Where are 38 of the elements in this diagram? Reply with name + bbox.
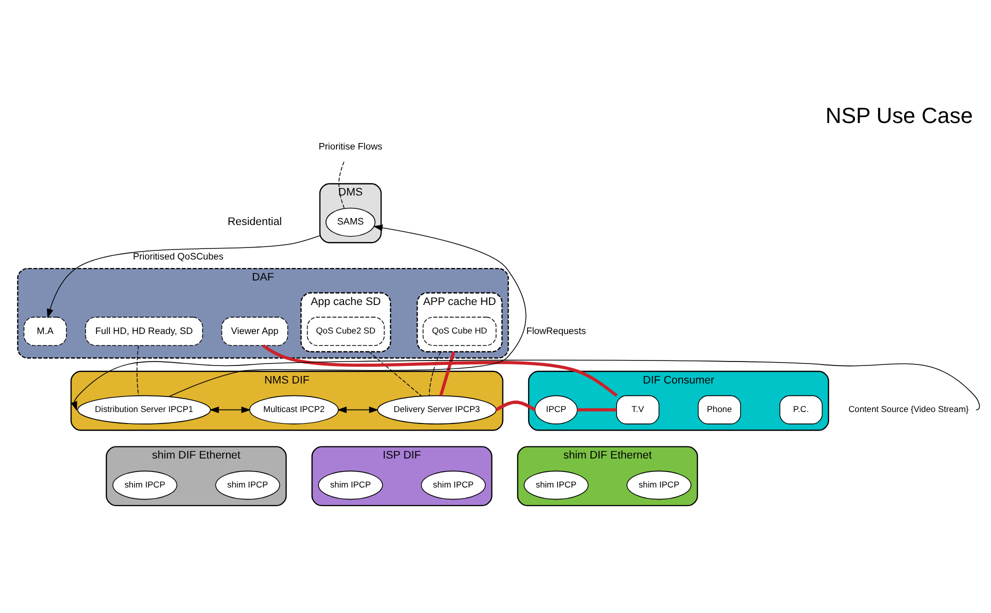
- arrow: [70, 359, 980, 410]
- connector: [136, 344, 139, 396]
- node-box: QoS Cube HD: [422, 316, 496, 346]
- arrow: [209, 406, 251, 413]
- node-ellipse: Multicast IPCP2: [249, 394, 339, 424]
- label: Residential: [228, 216, 282, 228]
- connector: [439, 350, 456, 396]
- connector: [496, 400, 536, 411]
- node-box: QoS Cube2 SD: [306, 316, 385, 346]
- node-ellipse: Distribution Server IPCP1: [77, 394, 211, 424]
- node-box: P.C.: [779, 394, 823, 424]
- node-box: Full HD, HD Ready, SD: [85, 316, 203, 346]
- node-box: T.V: [616, 394, 660, 424]
- arrow: [168, 224, 526, 397]
- arrow: [46, 234, 320, 318]
- edge-label: FlowRequests: [526, 324, 586, 336]
- connector: [428, 350, 442, 396]
- connector: [338, 160, 345, 208]
- node-box: Viewer App: [221, 316, 288, 346]
- connector: [368, 350, 422, 396]
- node-ellipse: shim IPCP: [215, 470, 280, 500]
- node-ellipse: shim IPCP: [524, 470, 589, 500]
- node-ellipse: shim IPCP: [318, 470, 383, 500]
- edge-label: Prioritised QoSCubes: [132, 250, 224, 262]
- node-text: Content Source {Video Stream}: [848, 404, 969, 414]
- diagram-title: NSP Use Case: [825, 102, 973, 128]
- connector: [577, 408, 617, 411]
- node-text: Prioritise Flows: [318, 140, 382, 151]
- node-ellipse: SAMS: [326, 207, 376, 236]
- node-ellipse: shim IPCP: [626, 470, 692, 500]
- node-ellipse: IPCP: [534, 394, 578, 424]
- node-ellipse: Delivery Server IPCP3: [377, 394, 497, 424]
- connector: [262, 344, 618, 396]
- node-box: M.A: [24, 316, 67, 346]
- node-ellipse: shim IPCP: [112, 470, 178, 500]
- node-ellipse: shim IPCP: [420, 470, 486, 500]
- arrow: [337, 406, 379, 413]
- node-box: Phone: [698, 394, 741, 424]
